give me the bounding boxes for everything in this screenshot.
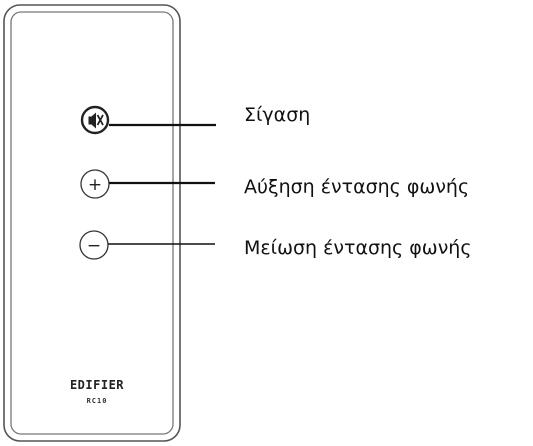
remote-body-outer: [3, 4, 181, 442]
speaker-mute-icon: [88, 112, 104, 129]
model-label: RC10: [86, 397, 108, 405]
minus-icon: −: [87, 236, 101, 256]
volume-down-button[interactable]: −: [79, 230, 109, 260]
brand-logo: EDIFIER: [69, 378, 125, 392]
mute-label: Σίγαση: [244, 104, 311, 126]
volume-up-button[interactable]: +: [80, 169, 110, 199]
volume-up-label: Αύξηση έντασης φωνής: [244, 176, 470, 198]
mute-button[interactable]: [80, 105, 110, 135]
remote-body-inner: [10, 11, 174, 435]
volume-down-label: Μείωση έντασης φωνής: [244, 237, 472, 259]
plus-icon: +: [88, 175, 102, 195]
